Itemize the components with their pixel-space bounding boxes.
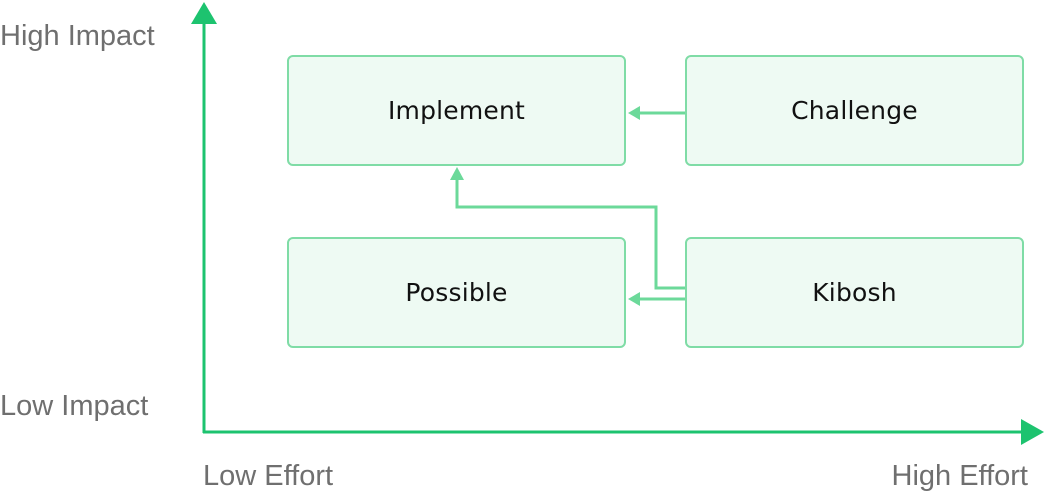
connector-kibosh-left-arrowhead-icon [628,292,640,306]
quadrant-challenge: Challenge [685,55,1024,166]
connector-kibosh-up-arrowhead-icon [450,167,464,180]
quadrant-challenge-label: Challenge [791,96,918,125]
connector-challenge-arrowhead-icon [628,106,640,120]
x-axis-low-label: Low Effort [203,460,334,492]
quadrant-implement-label: Implement [387,96,526,125]
quadrant-possible: Possible [287,237,626,348]
quadrant-possible-label: Possible [405,278,508,307]
x-axis-high-label: High Effort [891,460,1028,492]
quadrant-kibosh-label: Kibosh [812,278,897,307]
y-axis-low-label: Low Impact [0,390,149,422]
y-axis-arrowhead-icon [191,2,217,24]
quadrant-kibosh: Kibosh [685,237,1024,348]
y-axis-high-label: High Impact [0,20,155,52]
x-axis-arrowhead-icon [1021,419,1044,445]
quadrant-implement: Implement [287,55,626,166]
